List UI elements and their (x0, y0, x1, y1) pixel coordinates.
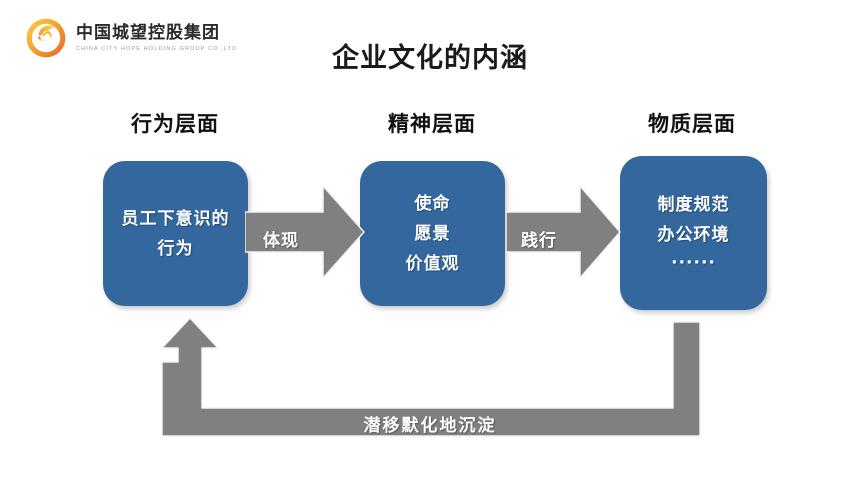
feedback-loop-arrow-icon (150, 312, 710, 442)
flow-arrow-2-label: 践行 (521, 231, 557, 251)
column-heading-behavior: 行为层面 (131, 112, 219, 136)
box-line: 愿景 (414, 223, 451, 244)
box-line: 使命 (414, 193, 451, 214)
flow-arrow-1-icon (245, 186, 365, 278)
box-line: 员工下意识的 (121, 208, 230, 229)
box-ellipsis: ······ (671, 253, 716, 273)
concept-box-behavior: 员工下意识的 行为 (103, 161, 248, 306)
feedback-loop-label: 潜移默化地沉淀 (363, 416, 497, 436)
box-line: 办公环境 (657, 225, 730, 245)
column-heading-spirit: 精神层面 (388, 112, 476, 136)
concept-box-spirit: 使命 愿景 价值观 (360, 161, 505, 306)
box-line: 制度规范 (657, 195, 730, 215)
company-logo: 中国城望控股集团 CHINA CITY HOPE HOLDING GROUP C… (24, 16, 237, 60)
box-line: 价值观 (405, 253, 460, 274)
logo-company-name-cn: 中国城望控股集团 (76, 22, 220, 43)
flow-arrow-1-label: 体现 (263, 231, 299, 251)
concept-box-material: 制度规范 办公环境 ······ (620, 156, 767, 310)
column-heading-material: 物质层面 (648, 112, 736, 136)
box-line: 行为 (157, 238, 194, 259)
flow-arrow-2-icon (506, 186, 621, 278)
logo-swirl-icon (24, 16, 68, 60)
logo-text-block: 中国城望控股集团 CHINA CITY HOPE HOLDING GROUP C… (76, 23, 237, 54)
page-title: 企业文化的内涵 (332, 43, 528, 74)
logo-company-name-en: CHINA CITY HOPE HOLDING GROUP CO.,LTD (76, 45, 238, 52)
